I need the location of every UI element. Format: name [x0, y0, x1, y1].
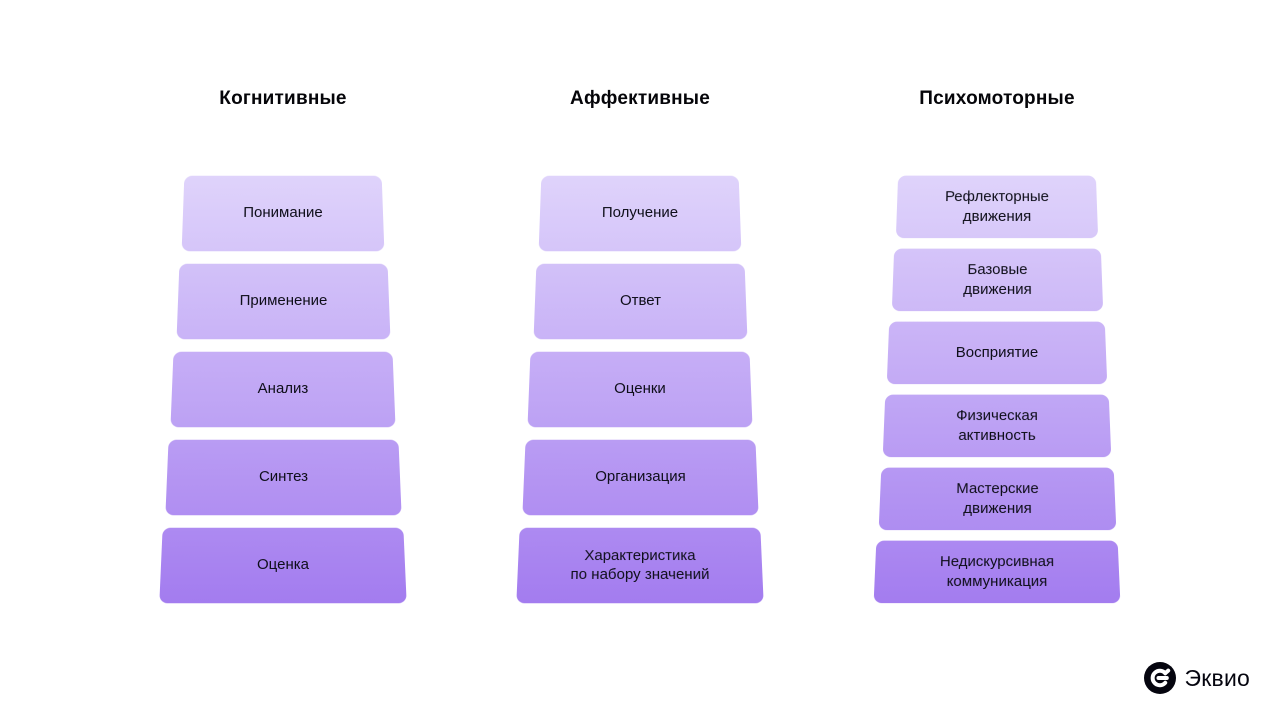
column-title: Когнитивные: [219, 88, 347, 109]
block-label: Недискурсивная коммуникация: [939, 553, 1055, 590]
taxonomy-block: Рефлекторные движения: [895, 175, 1099, 239]
block-label: Оценки: [614, 380, 666, 398]
taxonomy-block: Базовые движения: [891, 248, 1103, 312]
block-label: Получение: [601, 204, 679, 222]
ekvio-logo-icon: [1143, 662, 1176, 694]
taxonomy-block: Характеристика по набору значений: [516, 527, 764, 604]
taxonomy-block: Недискурсивная коммуникация: [873, 540, 1121, 604]
block-label: Мастерские движения: [955, 480, 1039, 517]
taxonomy-block: Синтез: [164, 439, 402, 516]
block-label: Организация: [594, 468, 686, 486]
block-label: Физическая активность: [955, 407, 1039, 444]
taxonomy-block: Получение: [538, 175, 742, 252]
taxonomy-block: Ответ: [533, 263, 747, 340]
ekvio-logo-text: Эквио: [1184, 664, 1250, 691]
taxonomy-block: Организация: [521, 439, 759, 516]
block-label: Рефлекторные движения: [944, 188, 1050, 225]
block-label: Применение: [238, 292, 328, 310]
block-label: Базовые движения: [962, 261, 1032, 298]
column-title: Аффективные: [570, 88, 710, 109]
block-label: Ответ: [619, 292, 661, 310]
block-label: Понимание: [243, 204, 323, 222]
block-label: Восприятие: [955, 343, 1039, 361]
block-label: Анализ: [257, 380, 309, 398]
taxonomy-block: Восприятие: [886, 321, 1108, 385]
taxonomy-block: Оценки: [527, 351, 753, 428]
taxonomy-block: Анализ: [170, 351, 396, 428]
taxonomy-block: Физическая активность: [882, 394, 1112, 458]
block-label: Синтез: [258, 468, 308, 486]
block-label: Характеристика по набору значений: [570, 547, 710, 583]
column-title: Психомоторные: [919, 88, 1075, 109]
taxonomy-block: Применение: [176, 263, 390, 340]
block-label: Оценка: [256, 556, 310, 574]
taxonomy-block: Оценка: [159, 527, 407, 604]
taxonomy-block: Понимание: [181, 175, 385, 252]
taxonomy-block: Мастерские движения: [878, 467, 1116, 531]
ekvio-logo: Эквио: [1143, 662, 1250, 694]
